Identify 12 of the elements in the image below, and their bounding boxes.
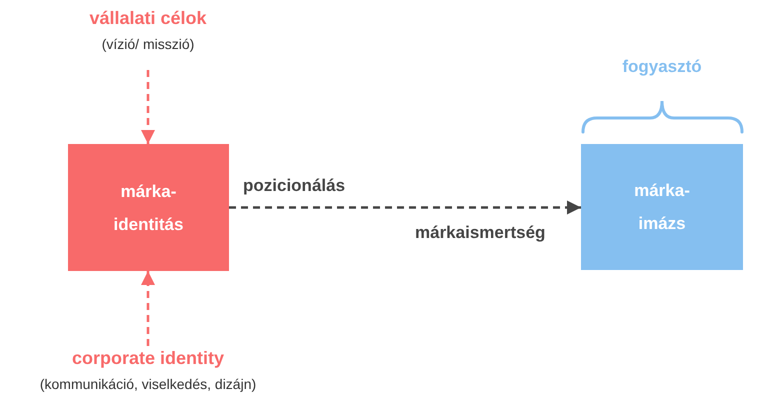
process-box (68, 144, 229, 271)
process-box (581, 144, 743, 270)
node-subtitle: (vízió/ misszió) (102, 35, 194, 54)
group-heading: fogyasztó (621, 56, 703, 78)
node-heading: corporate identity (72, 347, 224, 370)
node-subtitle: (kommunikáció, viselkedés, dizájn) (40, 375, 256, 394)
node-heading: vállalati célok (89, 7, 207, 30)
box-label: márka- imázs (633, 180, 691, 235)
dashed-arrow (141, 70, 155, 144)
box-label: márka- identitás (112, 180, 184, 236)
dashed-arrow (229, 200, 581, 214)
dashed-arrow (141, 271, 155, 346)
